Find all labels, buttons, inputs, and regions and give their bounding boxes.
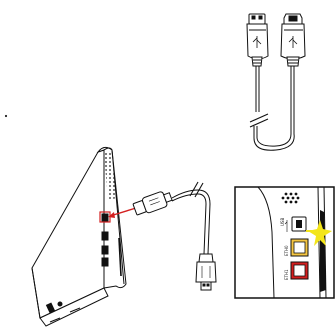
eth0-port: ETH0 — [284, 238, 309, 257]
vent-grille — [104, 152, 117, 200]
device-base — [39, 287, 109, 327]
usb-cable-attached — [132, 181, 217, 291]
port-callout: USB ETH0 ETH1 — [234, 186, 335, 299]
usb-symbol-icon — [252, 36, 262, 48]
usb-a-plug-icon — [246, 13, 269, 67]
device-ports — [99, 211, 111, 267]
eth0-port-label: ETH0 — [284, 245, 289, 256]
usb-port-label: USB — [280, 218, 285, 226]
eth1-port-label: ETH1 — [284, 269, 289, 280]
usb-cable-standalone — [246, 13, 306, 151]
router-device — [31, 146, 127, 327]
callout-vent — [281, 192, 300, 204]
stray-mark — [4, 114, 8, 118]
usb-highlight-icon — [308, 220, 332, 246]
usb-port: USB — [280, 216, 307, 232]
cable-loop — [253, 66, 295, 151]
usb-b-plug-icon — [280, 13, 306, 67]
eth1-port: ETH1 — [284, 261, 309, 280]
